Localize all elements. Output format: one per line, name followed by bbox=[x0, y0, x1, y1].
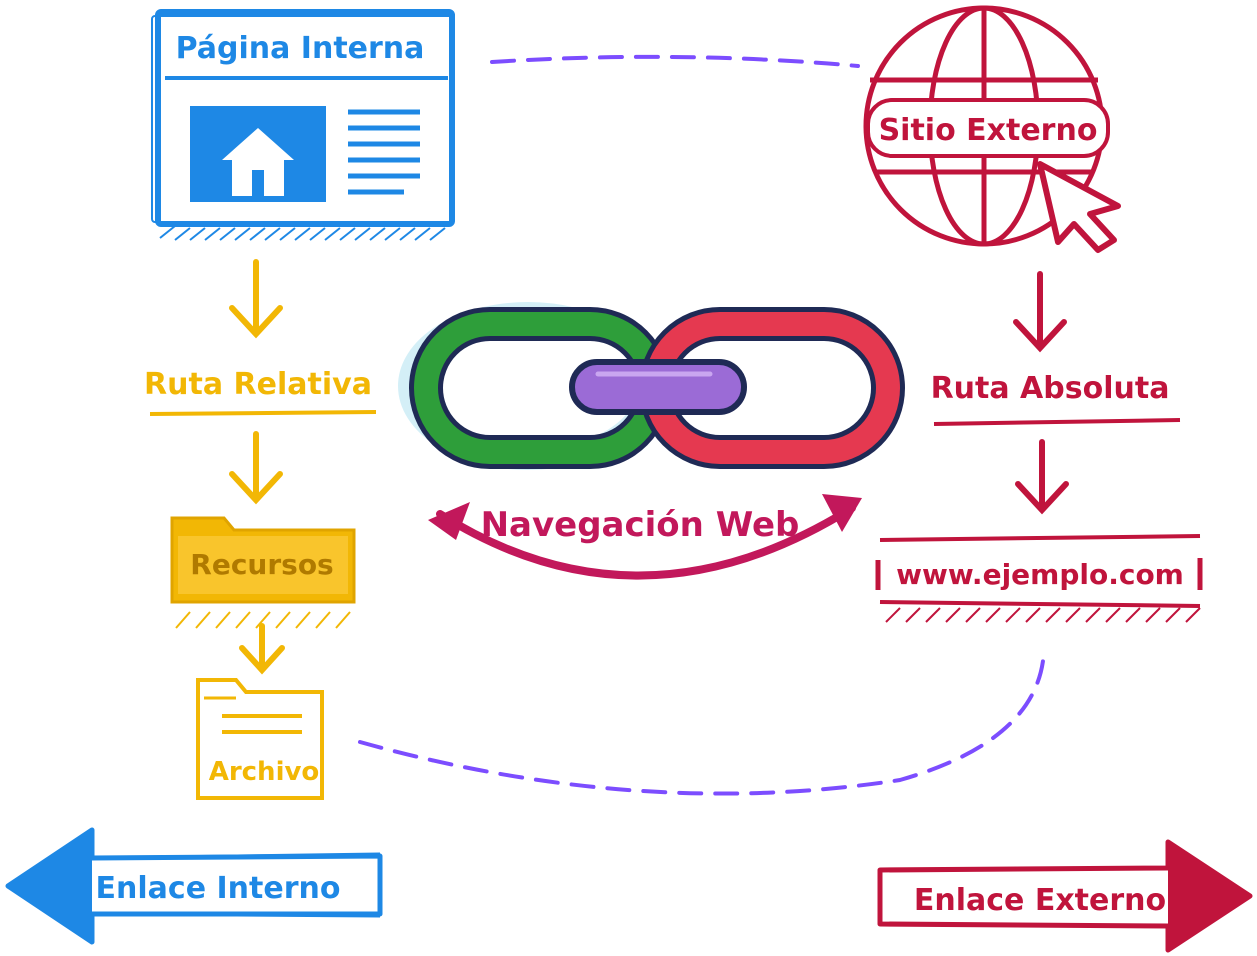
file-label: Archivo bbox=[209, 757, 320, 787]
dashed-connector-top bbox=[490, 54, 860, 68]
url-box bbox=[875, 534, 1203, 623]
arrow-down-4 bbox=[1013, 271, 1067, 353]
arrow-down-5 bbox=[1015, 439, 1069, 515]
absolute-path-label: Ruta Absoluta bbox=[931, 371, 1170, 406]
internal-page-card bbox=[151, 9, 455, 241]
webpage-icon bbox=[190, 106, 420, 202]
web-navigation-label: Navegación Web bbox=[481, 505, 800, 545]
external-site-label-box bbox=[866, 98, 1110, 158]
navigation-double-arrow bbox=[428, 494, 862, 580]
internal-link-arrow bbox=[5, 827, 383, 945]
file-icon bbox=[196, 678, 324, 800]
resources-label: Recursos bbox=[190, 548, 333, 581]
url-label: www.ejemplo.com bbox=[896, 558, 1184, 591]
relative-path-underline bbox=[149, 410, 377, 416]
chain-link-icon bbox=[398, 302, 905, 470]
arrow-down-3 bbox=[239, 623, 285, 675]
folder-icon bbox=[170, 516, 356, 629]
internal-link-label: Enlace Interno bbox=[96, 871, 341, 906]
absolute-path-underline bbox=[933, 418, 1181, 426]
arrow-down-2 bbox=[229, 431, 283, 505]
external-site-label: Sitio Externo bbox=[879, 113, 1098, 148]
arrow-down-1 bbox=[229, 259, 283, 339]
internal-page-label: Página Interna bbox=[176, 31, 425, 66]
external-link-label: Enlace Externo bbox=[914, 883, 1166, 918]
external-link-arrow bbox=[877, 839, 1253, 953]
dashed-connector-bottom bbox=[358, 648, 1046, 796]
cursor-icon bbox=[1037, 161, 1121, 253]
relative-path-label: Ruta Relativa bbox=[144, 367, 372, 402]
hatch-shadow bbox=[159, 225, 446, 241]
